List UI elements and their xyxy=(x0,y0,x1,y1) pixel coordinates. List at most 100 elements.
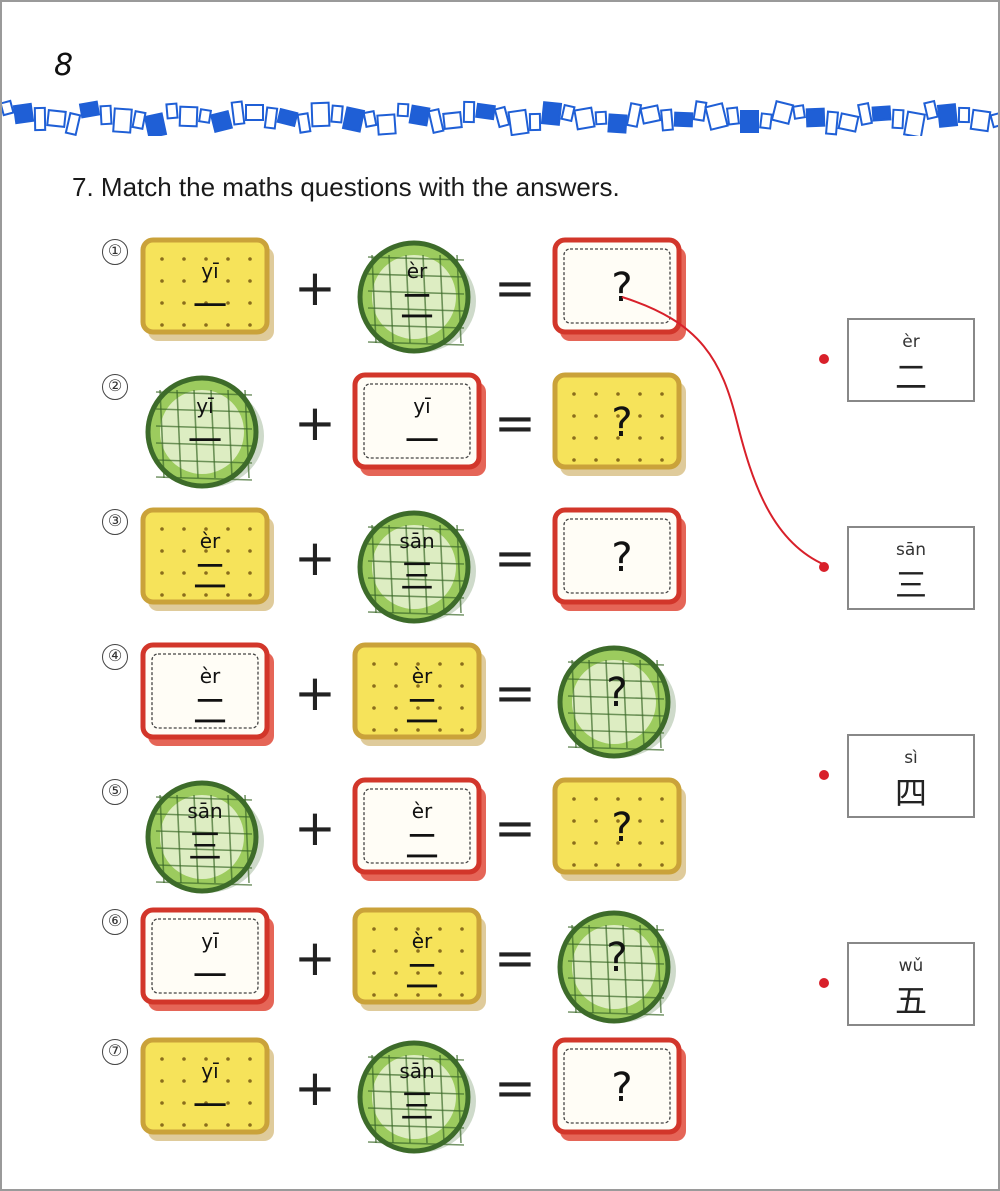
answer-pinyin: sān xyxy=(895,540,927,560)
answer-hanzi: 四 xyxy=(894,774,927,812)
equals-sign: = xyxy=(494,929,536,987)
tile-pinyin: èr xyxy=(199,529,221,553)
question-mark: ? xyxy=(611,400,633,446)
tile-hanzi: 二 xyxy=(193,557,227,597)
tile-pinyin: èr xyxy=(411,799,433,823)
question-row: ② yī 一 + yī 一 = ? xyxy=(102,372,702,502)
square-cracker-tile: èr 二 xyxy=(140,642,280,752)
tile-pinyin: èr xyxy=(199,664,221,688)
answer-connector-dot[interactable] xyxy=(819,562,829,572)
answer-connector-dot[interactable] xyxy=(819,354,829,364)
tile-pinyin: yī xyxy=(201,259,219,283)
answer-connector-dot[interactable] xyxy=(819,978,829,988)
answer-card[interactable]: wǔ 五 xyxy=(847,942,975,1026)
question-row: ④ èr 二 + èr 二 = ? xyxy=(102,642,702,772)
equals-sign: = xyxy=(494,1059,536,1117)
tile-hanzi: 二 xyxy=(405,957,439,997)
square-cracker-tile: yī 一 xyxy=(140,1037,280,1147)
question-number: ① xyxy=(102,239,128,265)
decorative-border-strip xyxy=(2,99,998,136)
round-cracker-tile: sān 三 xyxy=(140,777,270,897)
plus-sign: + xyxy=(294,929,336,987)
plus-sign: + xyxy=(294,259,336,317)
answer-pinyin: sì xyxy=(904,748,918,768)
answer-drop-target[interactable]: ? xyxy=(552,907,682,1027)
question-row: ③ èr 二 + sān 三 = ? xyxy=(102,507,702,637)
tile-hanzi: 二 xyxy=(400,287,434,327)
instruction-text: 7. Match the maths questions with the an… xyxy=(72,172,620,202)
question-mark: ? xyxy=(611,265,633,311)
page-number: 8 xyxy=(54,48,74,83)
answer-drop-target[interactable]: ? xyxy=(552,507,692,617)
equals-sign: = xyxy=(494,664,536,722)
tile-hanzi: 一 xyxy=(193,287,227,327)
tile-hanzi: 三 xyxy=(400,1087,434,1127)
equals-sign: = xyxy=(494,259,536,317)
square-cracker-tile: èr 二 xyxy=(352,777,492,887)
tile-pinyin: sān xyxy=(399,1059,435,1083)
square-cracker-tile: èr 二 xyxy=(352,642,492,752)
question-row: ① yī 一 + èr 二 = ? xyxy=(102,237,702,367)
question-number: ⑤ xyxy=(102,779,128,805)
question-number: ⑦ xyxy=(102,1039,128,1065)
answer-card[interactable]: sì 四 xyxy=(847,734,975,818)
tile-pinyin: èr xyxy=(411,929,433,953)
round-cracker-tile: sān 三 xyxy=(352,1037,482,1157)
tile-hanzi: 二 xyxy=(405,827,439,867)
tile-hanzi: 一 xyxy=(405,422,439,462)
tile-hanzi: 二 xyxy=(405,692,439,732)
plus-sign: + xyxy=(294,799,336,857)
tile-pinyin: yī xyxy=(196,394,214,418)
plus-sign: + xyxy=(294,529,336,587)
tile-pinyin: yī xyxy=(413,394,431,418)
answer-connector-dot[interactable] xyxy=(819,770,829,780)
answer-hanzi: 二 xyxy=(894,358,927,396)
question-row: ⑤ sān 三 + èr 二 = ? xyxy=(102,777,702,907)
answer-drop-target[interactable]: ? xyxy=(552,372,692,482)
answer-pinyin: èr xyxy=(902,332,920,352)
square-cracker-tile: yī 一 xyxy=(140,237,280,347)
answer-hanzi: 三 xyxy=(894,566,927,604)
tile-pinyin: sān xyxy=(399,529,435,553)
round-cracker-tile: èr 二 xyxy=(352,237,482,357)
answer-card[interactable]: sān 三 xyxy=(847,526,975,610)
answer-pinyin: wǔ xyxy=(898,956,924,976)
question-mark: ? xyxy=(606,670,628,716)
answer-drop-target[interactable]: ? xyxy=(552,237,692,347)
answer-card[interactable]: èr 二 xyxy=(847,318,975,402)
answer-drop-target[interactable]: ? xyxy=(552,1037,692,1147)
question-number: ④ xyxy=(102,644,128,670)
tile-hanzi: 一 xyxy=(193,1087,227,1127)
answer-drop-target[interactable]: ? xyxy=(552,777,692,887)
tile-pinyin: sān xyxy=(187,799,223,823)
tile-hanzi: 二 xyxy=(193,692,227,732)
question-number: ② xyxy=(102,374,128,400)
round-cracker-tile: yī 一 xyxy=(140,372,270,492)
tile-hanzi: 三 xyxy=(400,557,434,597)
square-cracker-tile: yī 一 xyxy=(352,372,492,482)
tile-hanzi: 三 xyxy=(188,827,222,867)
tile-hanzi: 一 xyxy=(188,422,222,462)
round-cracker-tile: sān 三 xyxy=(352,507,482,627)
plus-sign: + xyxy=(294,664,336,722)
question-mark: ? xyxy=(611,805,633,851)
equals-sign: = xyxy=(494,799,536,857)
question-number: ⑥ xyxy=(102,909,128,935)
tile-pinyin: yī xyxy=(201,1059,219,1083)
tile-pinyin: èr xyxy=(406,259,428,283)
equals-sign: = xyxy=(494,394,536,452)
question-number: ③ xyxy=(102,509,128,535)
tile-pinyin: èr xyxy=(411,664,433,688)
answer-hanzi: 五 xyxy=(894,982,927,1020)
question-mark: ? xyxy=(611,1065,633,1111)
answer-drop-target[interactable]: ? xyxy=(552,642,682,762)
question-mark: ? xyxy=(606,935,628,981)
plus-sign: + xyxy=(294,394,336,452)
equals-sign: = xyxy=(494,529,536,587)
question-mark: ? xyxy=(611,535,633,581)
tile-hanzi: 一 xyxy=(193,957,227,997)
